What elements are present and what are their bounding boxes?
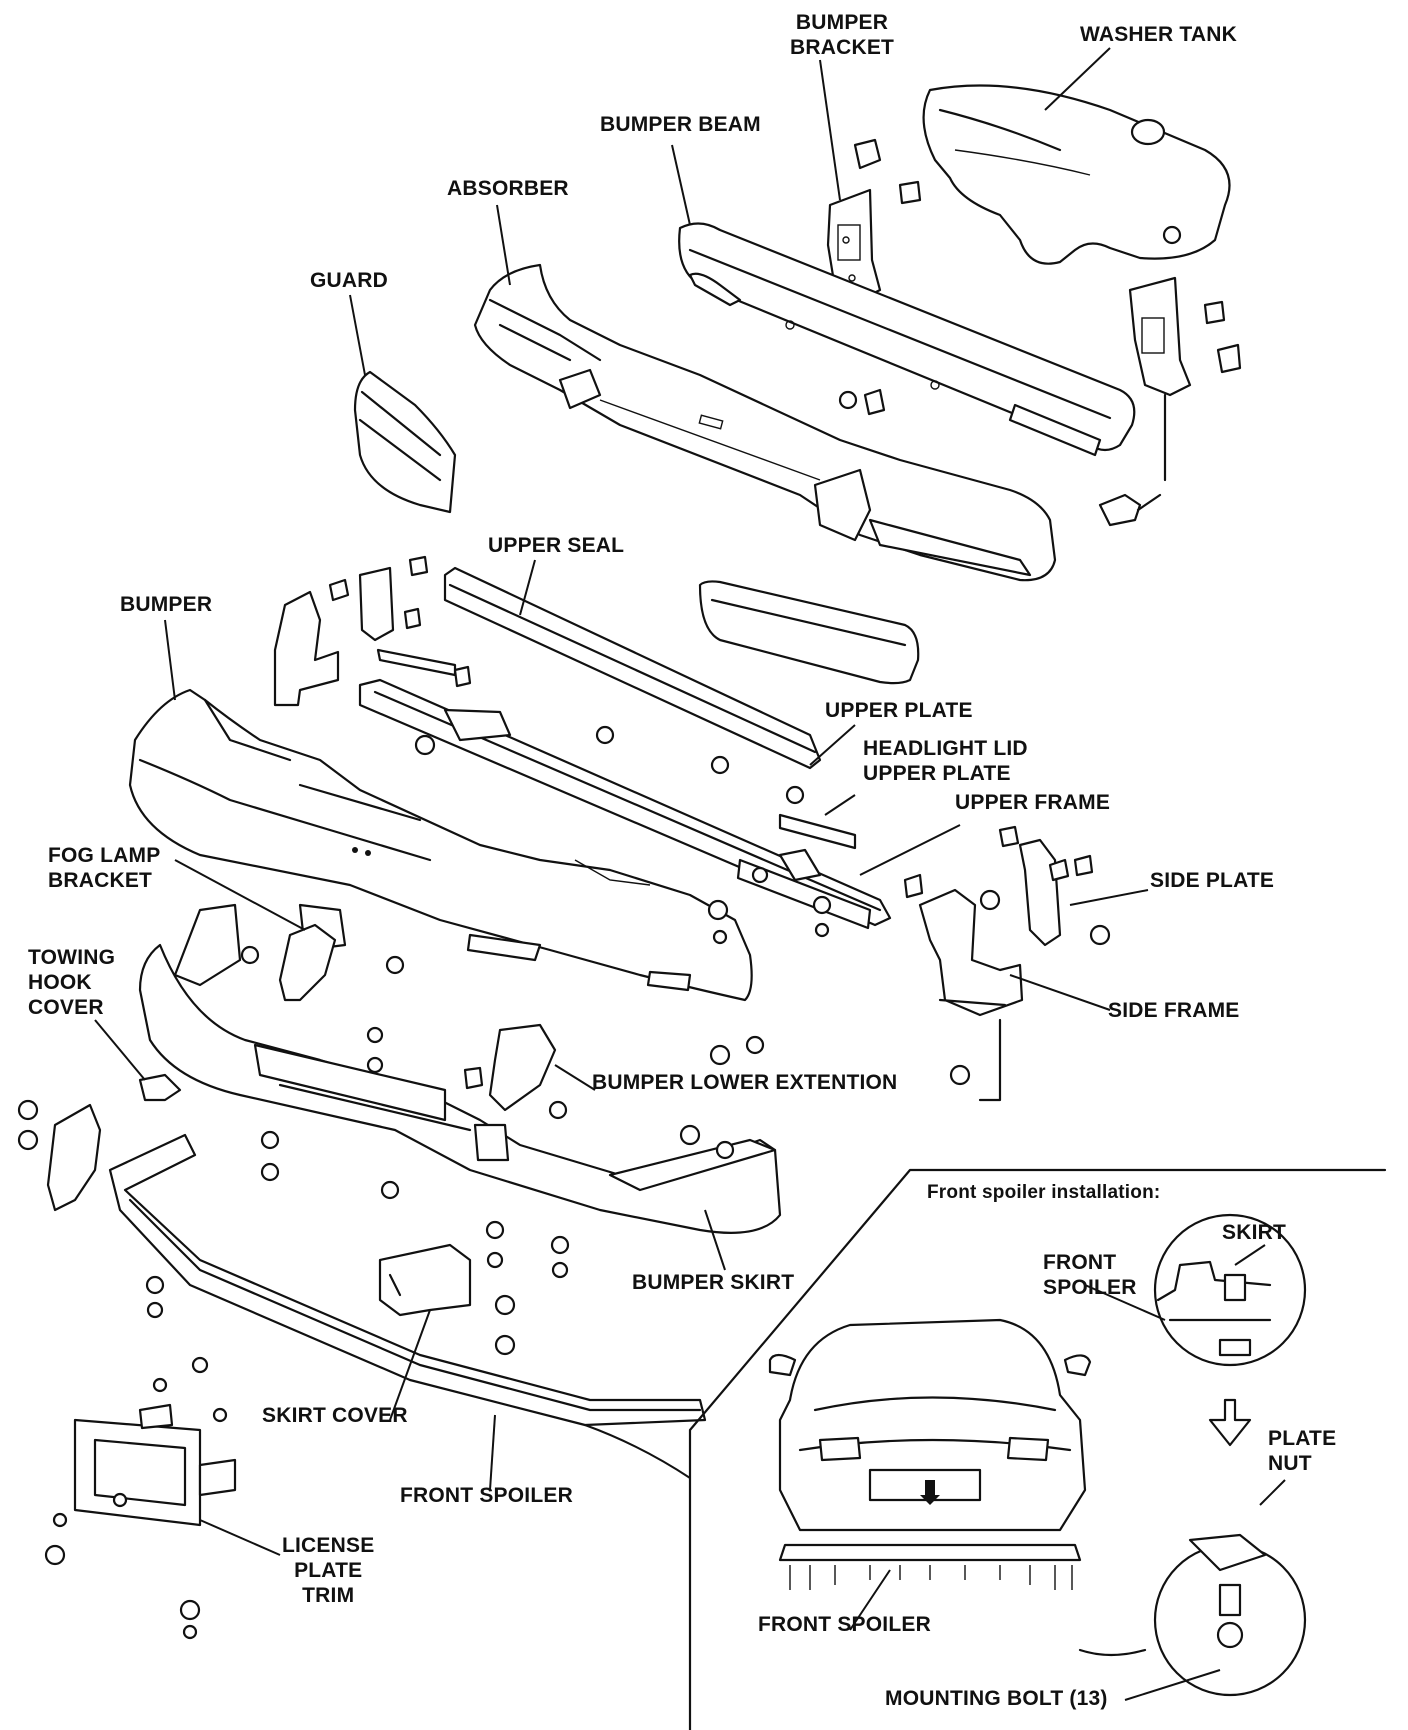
label-license-line3: TRIM [302, 1584, 355, 1607]
label-washer-tank: WASHER TANK [1080, 23, 1237, 46]
label-absorber: ABSORBER [447, 177, 569, 200]
label-mounting-bolt: MOUNTING BOLT (13) [885, 1687, 1108, 1710]
label-bumper-bracket-line1: BUMPER [795, 11, 889, 34]
inset-leader-lines [849, 1244, 1286, 1701]
label-front-spoiler: FRONT SPOILER [400, 1484, 573, 1507]
label-bumper-lower-extension: BUMPER LOWER EXTENTION [592, 1071, 898, 1094]
label-fog-lamp-line1: FOG LAMP [48, 844, 161, 867]
absorber-drawing [473, 263, 1057, 582]
label-fog-lamp-bracket: FOG LAMP BRACKET [48, 843, 160, 893]
inset-title: Front spoiler installation: [927, 1182, 1161, 1203]
label-headlight-lid-upper-plate: HEADLIGHT LID UPPER PLATE [863, 736, 1028, 786]
label-fog-lamp-line2: BRACKET [48, 869, 153, 892]
label-bumper-beam: BUMPER BEAM [600, 113, 761, 136]
label-upper-seal: UPPER SEAL [488, 534, 625, 557]
label-plate-nut-line2: NUT [1268, 1452, 1312, 1475]
label-inset-front-line2: SPOILER [1043, 1276, 1137, 1299]
label-inset-front-line1: FRONT [1043, 1251, 1117, 1274]
label-towing-line2: HOOK [28, 971, 92, 994]
label-upper-plate: UPPER PLATE [825, 699, 973, 722]
guard-drawing [353, 370, 920, 685]
label-skirt-cover: SKIRT COVER [262, 1404, 408, 1427]
label-bumper-skirt: BUMPER SKIRT [632, 1271, 795, 1294]
side-frame-drawing [903, 825, 1111, 1102]
label-side-frame: SIDE FRAME [1108, 999, 1240, 1022]
label-plate-nut-line1: PLATE [1268, 1427, 1337, 1450]
towing-hook-cover-drawing [138, 1073, 182, 1102]
label-inset-front-spoiler: FRONT SPOILER [758, 1613, 931, 1636]
headlight-lid-upper-plate-drawing [414, 725, 857, 850]
bumper-drawing [128, 688, 753, 1002]
label-license-line2: PLATE [294, 1559, 363, 1582]
label-upper-frame: UPPER FRAME [955, 791, 1111, 814]
label-side-plate: SIDE PLATE [1150, 869, 1275, 892]
label-headlight-lid-line1: HEADLIGHT LID [863, 737, 1028, 760]
label-towing-line1: TOWING [28, 946, 116, 969]
label-plate-nut: PLATE NUT [1268, 1426, 1336, 1476]
label-towing-line3: COVER [28, 996, 104, 1019]
label-license-plate-trim: LICENSE PLATE TRIM [282, 1533, 374, 1608]
label-inset-skirt: SKIRT [1222, 1221, 1286, 1244]
inset-frame [688, 1168, 1387, 1730]
leader-lines [94, 47, 1149, 1556]
upper-left-brackets-drawing [273, 555, 472, 707]
front-spoiler-drawing [108, 1133, 707, 1427]
washer-tank-drawing [922, 84, 1231, 265]
upper-seal-drawing [443, 566, 822, 770]
label-bumper-bracket-line2: BRACKET [790, 36, 895, 59]
license-plate-trim-drawing [73, 1403, 237, 1527]
label-headlight-lid-line2: UPPER PLATE [863, 762, 1011, 785]
left-side-bracket-drawing [17, 1099, 102, 1212]
label-bumper: BUMPER [120, 593, 213, 616]
label-license-line1: LICENSE [282, 1534, 375, 1557]
label-inset-front-spoiler-detail: FRONT SPOILER [1043, 1250, 1137, 1300]
label-guard: GUARD [310, 269, 388, 292]
skirt-cover-drawing [378, 1243, 472, 1317]
fasteners-drawing [44, 390, 971, 1640]
inset-car-front-drawing [768, 1318, 1147, 1657]
inset-detail-circles [1153, 1213, 1307, 1697]
upper-frame-drawing [358, 678, 892, 930]
bumper-beam-drawing [678, 222, 1136, 457]
fog-lamp-bracket-drawing [278, 923, 557, 1112]
label-bumper-bracket: BUMPER BRACKET [790, 10, 894, 60]
bumper-bracket-drawing [826, 138, 1242, 527]
label-towing-hook-cover: TOWING HOOK COVER [28, 945, 115, 1020]
